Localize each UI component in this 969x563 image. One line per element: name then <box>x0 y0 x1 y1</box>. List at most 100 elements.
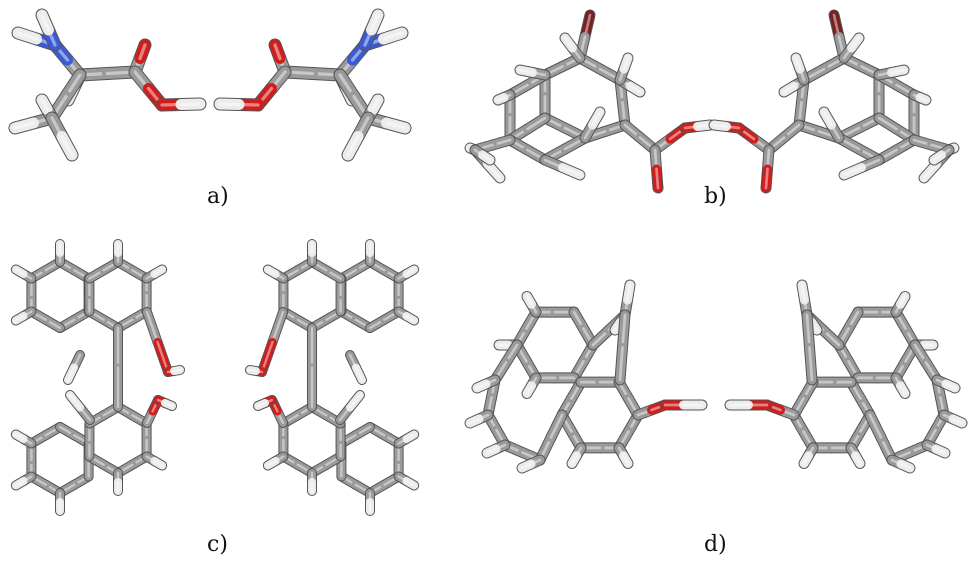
bond-highlight <box>951 417 964 425</box>
bond-highlight <box>153 268 164 276</box>
bond-h <box>150 265 167 278</box>
bond-h <box>567 451 581 468</box>
molecule-b-right <box>708 9 960 194</box>
bond-h <box>851 451 865 468</box>
bond-h <box>560 33 577 53</box>
bond-highlight <box>800 283 806 302</box>
bond-highlight <box>66 366 76 382</box>
bond-h <box>588 107 605 130</box>
bond-highlight <box>405 433 416 441</box>
bond-highlight <box>622 56 630 71</box>
bond-h <box>346 391 364 412</box>
bond-h <box>402 430 419 443</box>
bond-highlight <box>60 134 74 157</box>
bond-highlight <box>822 110 833 127</box>
bond-highlight <box>14 314 25 322</box>
molecule-c-right <box>245 239 420 516</box>
bond-highlight <box>899 384 907 395</box>
molecule-d-right <box>724 279 968 474</box>
bond-highlight <box>405 314 416 322</box>
bond-highlight <box>782 84 796 94</box>
bond-highlight <box>549 413 564 439</box>
bond-h <box>381 117 411 134</box>
bond-c <box>523 113 550 134</box>
bond-h <box>366 9 384 36</box>
bond-highlight <box>591 110 602 127</box>
bond-highlight <box>13 121 36 130</box>
bond-highlight <box>877 116 898 131</box>
bond-highlight <box>14 479 25 487</box>
bond-o <box>761 164 772 193</box>
bond-highlight <box>850 36 861 50</box>
bond-h <box>915 93 931 105</box>
bond-highlight <box>163 401 174 408</box>
bond-highlight <box>808 346 814 382</box>
bond-highlight <box>525 295 533 306</box>
bond-highlight <box>40 98 49 111</box>
bond-c <box>143 308 162 346</box>
bond-highlight <box>899 462 912 470</box>
bond-highlight <box>256 401 267 408</box>
bond-highlight <box>384 121 407 130</box>
bond-highlight <box>153 459 164 467</box>
bond-h <box>522 381 536 398</box>
bond-highlight <box>354 366 364 382</box>
bond-highlight <box>622 454 630 465</box>
bond-highlight <box>14 433 25 441</box>
bond-highlight <box>405 479 416 487</box>
bond-h <box>517 459 536 473</box>
bond-highlight <box>932 153 943 162</box>
bond-c <box>618 310 630 352</box>
bond-h <box>693 120 715 131</box>
bond-h <box>11 430 28 443</box>
bond-highlight <box>485 447 498 455</box>
bond-highlight <box>934 447 947 455</box>
bond-h <box>819 107 836 130</box>
panel-label-c: c) <box>207 532 228 557</box>
bond-highlight <box>570 454 578 465</box>
bond-highlight <box>468 417 481 425</box>
bond-h <box>64 363 78 384</box>
bond-h <box>66 391 84 412</box>
bond-highlight <box>805 313 811 349</box>
bond-highlight <box>526 116 547 131</box>
bond-highlight <box>626 283 632 302</box>
bond-highlight <box>138 43 147 61</box>
bond-c <box>805 343 817 385</box>
bond-h <box>948 414 967 428</box>
bond-h <box>56 131 78 161</box>
molecule-c-left <box>10 239 185 516</box>
bond-h <box>625 81 645 97</box>
bond-h <box>465 414 484 428</box>
bond-highlight <box>561 166 582 177</box>
bond-h <box>896 381 910 398</box>
bond-h <box>12 27 42 45</box>
bond-highlight <box>944 382 957 390</box>
bond-h <box>254 399 269 410</box>
bond-highlight <box>520 462 533 470</box>
bond-o <box>153 338 172 376</box>
bond-h <box>402 265 419 278</box>
bond-c <box>615 343 627 385</box>
bond-highlight <box>40 13 51 32</box>
bond-h <box>799 451 813 468</box>
bond-highlight <box>16 31 39 41</box>
bond-h <box>623 280 635 305</box>
bond-highlight <box>518 68 534 74</box>
bond-highlight <box>486 162 502 180</box>
bond-h <box>941 379 960 393</box>
bond-highlight <box>271 310 285 344</box>
bond-h <box>161 399 176 410</box>
molecule-b-left <box>464 9 716 194</box>
bond-highlight <box>218 102 241 107</box>
bond-h <box>847 33 864 53</box>
bond-highlight <box>918 96 928 102</box>
bond-highlight <box>794 56 802 71</box>
bond-highlight <box>525 384 533 395</box>
bond-h <box>619 53 633 74</box>
bond-h <box>352 363 366 384</box>
bond-h <box>931 444 950 458</box>
bond-h <box>896 292 910 309</box>
